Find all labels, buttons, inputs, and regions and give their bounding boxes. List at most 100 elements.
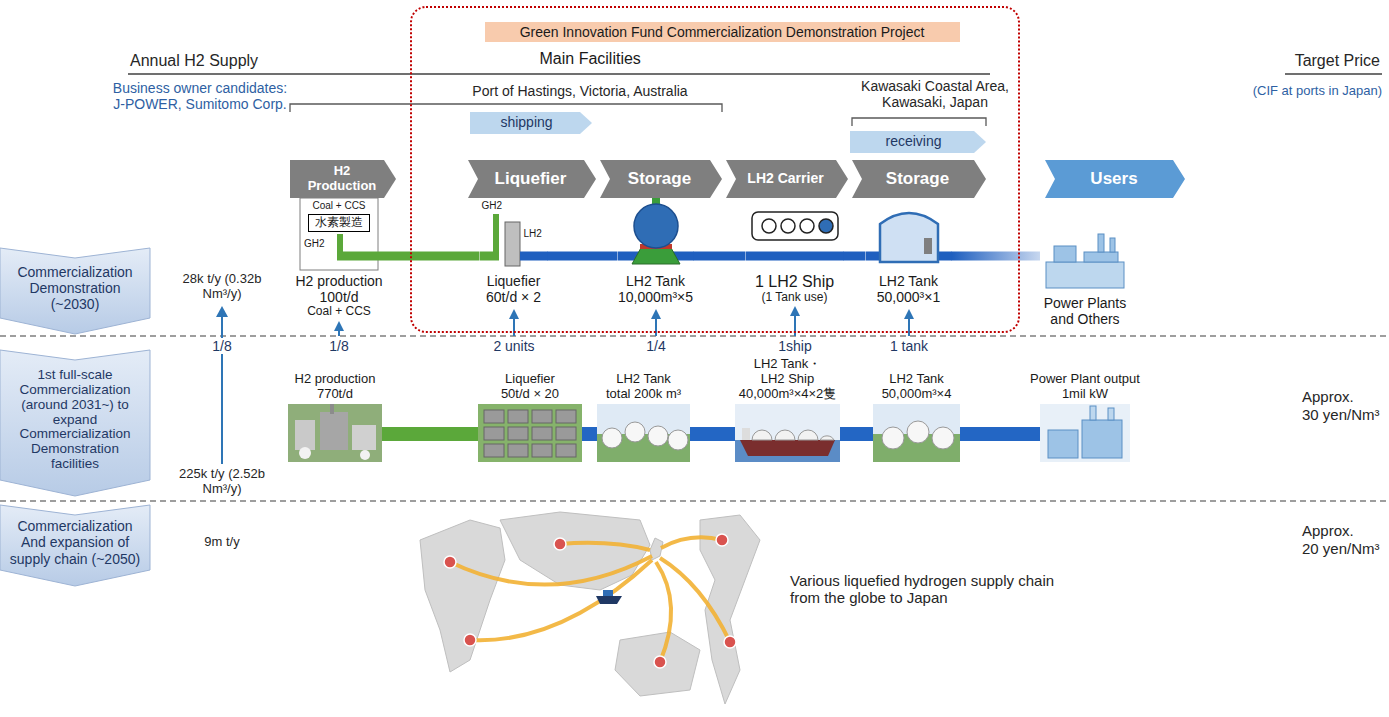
chevron-shape [600, 160, 722, 198]
node-text: 1st full-scale Commercialization (around… [8, 368, 143, 472]
chevron-shape [470, 112, 592, 134]
facility-caption: LH2 Tank 10,000m³×5 [613, 273, 698, 305]
scale-arrow [908, 318, 910, 336]
header-rule [1285, 73, 1382, 74]
caption-group: Liquefier 50t/d × 20 [494, 372, 566, 402]
ship-icon [819, 219, 833, 233]
world-map [500, 512, 650, 590]
receiving-tank-icon [924, 238, 932, 254]
facility-node: LH2 Tank total 200k m³ [597, 404, 690, 462]
world-map [444, 556, 456, 568]
world-map [560, 543, 650, 550]
phase-band: Commercialization And expansion of suppl… [0, 505, 150, 586]
caption-group: H2 production 770t/d [288, 372, 383, 402]
facility-node: LH2 Tank 50,000³×1 [866, 198, 952, 270]
liquefier-field-photo [556, 427, 576, 440]
facility-node: H2 production 770t/d [288, 404, 382, 462]
caption-group: LH2 Tank 50,000³×1 [866, 273, 951, 305]
stage-chevron: Storage [852, 160, 986, 198]
production-plant-photo [288, 404, 382, 462]
ship-icon [800, 219, 814, 233]
facility-node: LH2 Tank 50,000m³×4 [873, 404, 960, 462]
production-plant-photo [299, 447, 311, 459]
node-text: shipping [500, 114, 552, 130]
flow-band [382, 427, 478, 441]
liquefier-field-photo [556, 410, 576, 423]
facility-node: Power Plants and Others [1040, 232, 1130, 292]
stage-chevron: H2 Production [290, 160, 396, 198]
description: Various liquefied hydrogen supply chain … [790, 572, 1080, 607]
facility-node: LH2 Tank・ LH2 Ship40,000m³×4×2隻 [735, 404, 840, 462]
production-icon [337, 252, 378, 261]
node-text: Commercialization Demonstration (~2030) [8, 264, 143, 312]
world-map [700, 515, 760, 704]
liquefier-field-photo [478, 404, 582, 462]
icon-text: GH2 [304, 238, 325, 250]
facility-caption: Liquefier 60t/d × 2 [476, 273, 551, 305]
world-map [654, 656, 666, 668]
icon-text: GH2 [482, 200, 503, 212]
world-map [470, 560, 652, 640]
facility-node: 1 LH2 Ship(1 Tank use) [746, 198, 844, 270]
facility-node: Liquefier 50t/d × 20 [478, 404, 582, 462]
site-bracket [852, 118, 986, 126]
facility-caption: 1 LH2 Ship [755, 273, 834, 291]
scale-arrow [216, 306, 914, 464]
production-plant-photo [320, 412, 348, 450]
scale-arrow [509, 309, 519, 319]
node-text: Liquefier [495, 169, 567, 189]
receiving-arrow: receiving [850, 131, 986, 153]
site-label: Kawasaki Coastal Area, Kawasaki, Japan [849, 78, 1021, 110]
liquefier-icon [520, 252, 548, 261]
world-map [420, 512, 760, 704]
node-text: H2 Production [304, 164, 380, 194]
node-text: Commercialization And expansion of suppl… [8, 518, 143, 566]
scale-arrow [904, 309, 914, 319]
scale-arrow [334, 321, 344, 331]
liquefier-field-photo [508, 410, 528, 423]
column-heading: Annual H2 Supply [130, 52, 258, 70]
icon-text: 水素製造 [308, 214, 370, 232]
node-text: LH2 Carrier [747, 170, 823, 186]
price-label: 20 yen/Nm³ [1302, 540, 1380, 557]
power-plant-icon [1054, 246, 1076, 262]
power-plant-icon [1098, 234, 1104, 252]
section-heading: Main Facilities [540, 50, 641, 68]
liquefier-field-photo [532, 427, 552, 440]
caption-group: LH2 Tank 50,000m³×4 [877, 372, 957, 402]
carrier-ship-photo [740, 440, 835, 456]
tank-farm-photo [597, 404, 690, 462]
caption-group: Liquefier 60t/d × 2 [476, 273, 551, 305]
scale-arrow [216, 306, 228, 317]
carrier-ship-photo [742, 428, 750, 440]
icon-text: LH2 [524, 228, 542, 240]
liquefier-field-photo [484, 410, 576, 457]
flow-band [960, 427, 1040, 441]
facility-caption: H2 production 100t/d [289, 273, 389, 305]
receiving-terminal-photo [907, 421, 929, 443]
liquefier-field-photo [508, 444, 528, 457]
stage-chevron: Storage [600, 160, 722, 198]
facility-caption: 40,000m³×4×2隻 [739, 387, 837, 402]
power-plant-photo [1040, 404, 1130, 462]
phase-band-shape [0, 350, 150, 496]
facility-caption: LH2 Tank 50,000m³×4 [877, 372, 957, 402]
scale-ratio: 2 units [490, 338, 537, 354]
liquefier-field-photo [532, 444, 552, 457]
world-map [596, 596, 622, 604]
flow-band [952, 252, 1041, 261]
scale-ratio: 1/8 [326, 338, 351, 354]
facility-caption: Power Plant output 1mil kW [1023, 372, 1148, 402]
production-icon [300, 198, 378, 270]
row-divider [0, 500, 1389, 501]
power-plant-icon [1046, 234, 1124, 288]
liquefier-field-photo [508, 427, 528, 440]
liquefier-icon [480, 214, 548, 266]
project-region: Green Innovation Fund Commercialization … [410, 6, 1020, 333]
price-label: 30 yen/Nm³ [1302, 406, 1380, 423]
supply-volume: 9m t/y [204, 535, 239, 550]
flow-band [694, 252, 746, 261]
supply-volume: 225k t/y (2.52b Nm³/y) [177, 467, 267, 497]
world-map [660, 558, 730, 642]
spherical-tank-icon [634, 204, 678, 248]
